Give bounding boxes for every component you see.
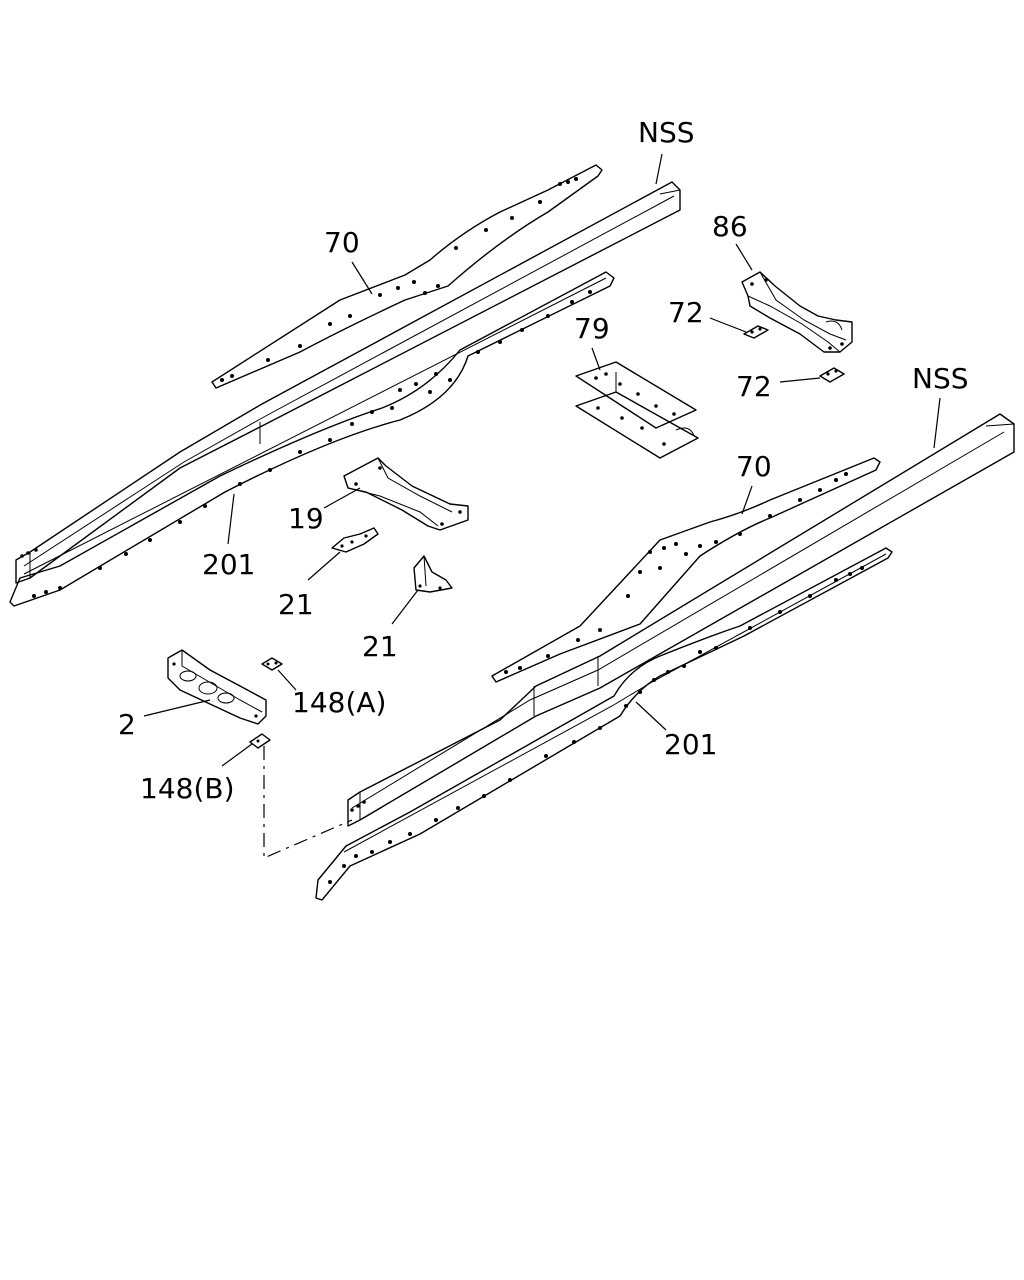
leader-21-b [391, 589, 419, 625]
nss-upper-side-rail [15, 181, 681, 584]
leader-21-a [307, 551, 341, 581]
part-79-plates [575, 361, 699, 459]
leader-70-lower [741, 485, 753, 515]
part-70-lower-holes [504, 472, 848, 674]
leader-148b [221, 743, 253, 767]
label-86: 86 [712, 210, 748, 243]
part-2-front-crossmember [167, 649, 267, 725]
leader-148a [277, 669, 297, 691]
nss-lower-side-rail [347, 413, 1015, 827]
leader-201-lower [635, 701, 667, 731]
label-19: 19 [288, 502, 324, 535]
label-21-a: 21 [278, 588, 314, 621]
label-72-b: 72 [736, 370, 772, 403]
label-72-a: 72 [668, 296, 704, 329]
leader-70-upper [351, 261, 373, 295]
label-148b: 148(B) [140, 772, 235, 805]
leader-nss-lower [933, 397, 941, 449]
label-nss-upper: NSS [638, 116, 695, 149]
leader-79 [591, 347, 601, 371]
label-2: 2 [118, 708, 136, 741]
leader-72-a [709, 317, 747, 333]
part-21-bracket-b [413, 555, 453, 593]
part-70-upper-reinforcement-plate [211, 164, 603, 389]
leader-19 [323, 487, 361, 509]
assembly-centerline [263, 746, 353, 859]
part-19-crossmember [343, 457, 469, 531]
leader-201-upper [227, 493, 235, 545]
label-148a: 148(A) [292, 686, 386, 719]
part-70-lower-reinforcement-plate [491, 457, 881, 683]
label-nss-lower: NSS [912, 362, 969, 395]
part-148a-spacer [261, 657, 283, 671]
label-70-upper: 70 [324, 226, 360, 259]
part-86-crossmember-bracket [741, 271, 853, 353]
part-201-lower-lower-reinforcement [315, 547, 893, 901]
label-70-lower: 70 [736, 450, 772, 483]
leader-86 [735, 243, 753, 271]
part-201-upper-holes [32, 290, 592, 598]
leader-2 [143, 699, 211, 717]
part-148b-spacer [249, 733, 271, 749]
label-79: 79 [574, 312, 610, 345]
part-21-bracket-a [331, 527, 379, 553]
part-72-plate-b [819, 367, 845, 383]
leader-lines [143, 153, 941, 767]
part-201-upper-lower-reinforcement [9, 271, 615, 607]
part-70-upper-holes [220, 177, 578, 382]
part-72-plate-a [743, 325, 769, 339]
label-201-lower: 201 [664, 728, 717, 761]
part-201-lower-holes [328, 566, 864, 884]
leader-72-b [779, 377, 821, 383]
part-labels: NSS 70 86 72 72 79 19 201 21 21 2 148(A)… [118, 116, 969, 805]
label-21-b: 21 [362, 630, 398, 663]
leader-nss-upper [655, 153, 663, 185]
label-201-upper: 201 [202, 548, 255, 581]
